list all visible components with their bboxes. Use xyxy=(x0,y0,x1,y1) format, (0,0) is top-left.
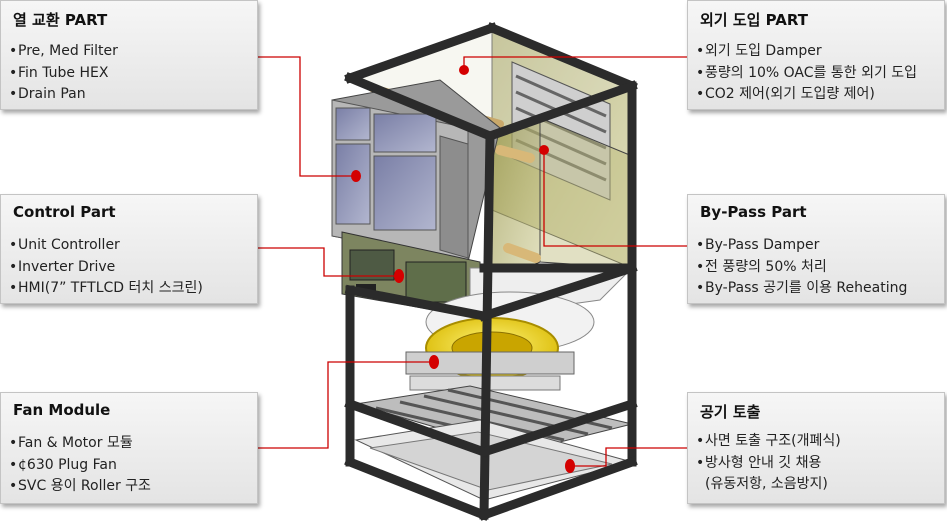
bullet-icon: • xyxy=(9,64,18,81)
list-item: •사면 토출 구조(개폐식) xyxy=(696,431,841,453)
bullet-icon: • xyxy=(9,86,18,102)
list-item: •¢630 Plug Fan xyxy=(9,455,151,477)
control-marker-icon xyxy=(394,269,404,283)
bypass-title: By-Pass Part xyxy=(700,203,807,221)
list-item: •By-Pass 공기를 이용 Reheating xyxy=(696,278,907,300)
bullet-icon: • xyxy=(9,280,18,296)
list-item: •SVC 용이 Roller 구조 xyxy=(9,476,151,498)
heat-exchange-list: •Pre, Med Filter •Fin Tube HEX •Drain Pa… xyxy=(9,41,118,106)
list-item: •Fin Tube HEX xyxy=(9,63,118,85)
fan-module-callout: Fan Module •Fan & Motor 모듈 •¢630 Plug Fa… xyxy=(0,392,258,504)
list-item: •Pre, Med Filter xyxy=(9,41,118,63)
outdoor-air-callout: 외기 도입 PART •외기 도입 Damper •풍량의 10% OAC를 통… xyxy=(687,0,945,110)
unit-frame xyxy=(344,22,638,521)
air-discharge-list: •사면 토출 구조(개폐식) •방사형 안내 깃 채용 •(유동저항, 소음방지… xyxy=(696,431,841,496)
air-discharge-title: 공기 토출 xyxy=(700,403,761,421)
bullet-icon: • xyxy=(696,43,705,59)
control-list: •Unit Controller •Inverter Drive •HMI(7”… xyxy=(9,235,203,300)
bullet-icon: • xyxy=(696,433,705,449)
bullet-icon: • xyxy=(696,454,705,471)
fan-marker-icon xyxy=(429,355,439,369)
bypass-list: •By-Pass Damper •전 풍량의 50% 처리 •By-Pass 공… xyxy=(696,235,907,300)
list-item: •Inverter Drive xyxy=(9,257,203,279)
bypass-callout: By-Pass Part •By-Pass Damper •전 풍량의 50% … xyxy=(687,194,945,304)
list-item: •방사형 안내 깃 채용 xyxy=(696,453,841,475)
red-dot-markers xyxy=(351,65,575,473)
list-item: •풍량의 10% OAC를 통한 외기 도입 xyxy=(696,63,917,85)
list-item: •Drain Pan xyxy=(9,84,118,106)
fan-module-title: Fan Module xyxy=(13,401,111,419)
list-item: •Fan & Motor 모듈 xyxy=(9,433,151,455)
list-item: •By-Pass Damper xyxy=(696,235,907,257)
list-item: •(유동저항, 소음방지) xyxy=(705,476,828,492)
bullet-icon: • xyxy=(9,43,18,59)
heat-exchange-title: 열 교환 PART xyxy=(13,11,108,29)
bullet-icon: • xyxy=(696,86,705,102)
list-item: •CO2 제어(외기 도입량 제어) xyxy=(696,84,917,106)
bullet-icon: • xyxy=(9,478,18,494)
discharge-marker-icon xyxy=(565,459,575,473)
list-item: •HMI(7” TFTLCD 터치 스크린) xyxy=(9,278,203,300)
list-item: •Unit Controller xyxy=(9,235,203,257)
leader-lines xyxy=(258,56,687,467)
bypass-marker-icon xyxy=(539,145,549,155)
bullet-icon: • xyxy=(696,258,705,275)
bullet-icon: • xyxy=(696,64,705,81)
bullet-icon: • xyxy=(9,456,18,473)
bullet-icon: • xyxy=(9,435,18,451)
list-item: •외기 도입 Damper xyxy=(696,41,917,63)
bullet-icon: • xyxy=(696,237,705,253)
list-item: •전 풍량의 50% 처리 xyxy=(696,257,907,279)
control-title: Control Part xyxy=(13,203,116,221)
heat-exchange-callout: 열 교환 PART •Pre, Med Filter •Fin Tube HEX… xyxy=(0,0,258,110)
outdoor-air-title: 외기 도입 PART xyxy=(700,11,808,29)
bullet-icon: • xyxy=(9,237,18,253)
bullet-icon: • xyxy=(696,280,705,296)
air-discharge-callout: 공기 토출 •사면 토출 구조(개폐식) •방사형 안내 깃 채용 •(유동저항… xyxy=(687,392,945,504)
outdoor-air-marker-icon xyxy=(459,65,469,75)
control-callout: Control Part •Unit Controller •Inverter … xyxy=(0,194,258,304)
fan-module-list: •Fan & Motor 모듈 •¢630 Plug Fan •SVC 용이 R… xyxy=(9,433,151,498)
outdoor-air-list: •외기 도입 Damper •풍량의 10% OAC를 통한 외기 도입 •CO… xyxy=(696,41,917,106)
heat-exchanger-marker-icon xyxy=(351,170,361,182)
bullet-icon: • xyxy=(9,258,18,275)
